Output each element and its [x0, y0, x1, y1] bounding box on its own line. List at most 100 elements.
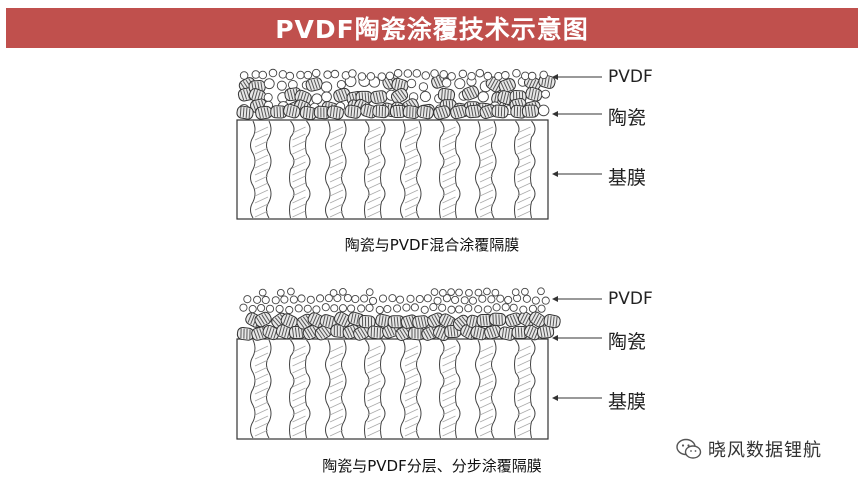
wechat-icon	[676, 438, 702, 459]
ceramic-stripe	[350, 312, 354, 323]
pvdf-particle	[537, 104, 550, 117]
label-pvdf: PVDF	[608, 67, 653, 87]
ceramic-stripe	[450, 326, 453, 337]
label-ceramic: 陶瓷	[608, 331, 647, 353]
fiber-hatch	[479, 140, 494, 148]
fiber-edge	[416, 120, 422, 219]
base-film-2	[236, 338, 549, 440]
ceramic-stripe	[500, 91, 504, 102]
ceramic-stripe	[476, 327, 480, 338]
pvdf-particle	[541, 296, 550, 305]
ceramic-stripe	[281, 326, 285, 337]
fiber-hatch	[329, 352, 344, 360]
pvdf-particle	[442, 294, 451, 303]
ceramic-stripe	[384, 106, 386, 117]
fiber-edge	[455, 339, 461, 439]
ceramic-stripe	[307, 80, 312, 91]
fiber-hatch	[329, 415, 344, 423]
fiber-hatch	[292, 189, 306, 197]
coating-particles-2	[236, 287, 561, 342]
ceramic-stripe	[479, 315, 482, 326]
ceramic-stripe	[254, 90, 258, 101]
fiber-hatch	[292, 394, 306, 402]
pvdf-particle	[483, 71, 493, 81]
fiber-hatch	[254, 140, 269, 148]
ceramic-particle	[254, 311, 272, 328]
ceramic-particle	[367, 325, 385, 340]
fiber-edge	[364, 120, 370, 219]
ceramic-particle	[333, 87, 351, 103]
ceramic-stripe	[255, 316, 263, 327]
ceramic-stripe	[469, 315, 473, 326]
fiber-hatch	[367, 345, 381, 353]
fiber-hatch	[479, 154, 494, 162]
pvdf-particle	[287, 287, 295, 296]
ceramic-stripe	[471, 316, 475, 327]
pvdf-particle	[438, 303, 447, 312]
pvdf-particle	[239, 303, 248, 312]
pvdf-particle	[336, 79, 346, 90]
ceramic-stripe	[323, 107, 325, 118]
ceramic-stripe	[512, 314, 518, 325]
fiber-hatch	[517, 140, 531, 148]
fiber-hatch	[517, 422, 531, 430]
pvdf-particle	[263, 92, 273, 102]
fiber-hatch	[329, 203, 344, 211]
ceramic-stripe	[516, 106, 519, 117]
ceramic-stripe	[520, 327, 523, 338]
ceramic-stripe	[335, 91, 340, 102]
ceramic-stripe	[555, 317, 558, 328]
fiber-hatch	[254, 401, 269, 409]
fiber-hatch	[404, 182, 419, 190]
ceramic-stripe	[367, 92, 370, 103]
ceramic-particle	[236, 105, 254, 120]
ceramic-stripe	[504, 328, 508, 339]
pvdf-particle	[276, 288, 285, 297]
pointer-arrows-1	[552, 74, 602, 177]
ceramic-stripe	[344, 328, 350, 339]
ceramic-stripe	[378, 314, 381, 325]
ceramic-stripe	[531, 328, 537, 339]
ceramic-stripe	[294, 327, 298, 338]
ceramic-stripe	[420, 329, 422, 340]
ceramic-stripe	[519, 106, 522, 117]
ceramic-stripe	[458, 106, 463, 117]
fiber-hatch	[479, 408, 494, 416]
pvdf-particle	[339, 288, 347, 296]
ceramic-particle	[461, 85, 480, 101]
ceramic-stripe	[316, 78, 321, 89]
fiber-hatch	[442, 387, 456, 395]
ceramic-stripe	[373, 327, 376, 338]
ceramic-stripe	[441, 107, 446, 118]
page-title: PVDF陶瓷涂覆技术示意图	[6, 8, 858, 48]
fiber-hatch	[479, 133, 494, 141]
pvdf-particle	[265, 304, 275, 313]
fiber-hatch	[517, 175, 531, 183]
ceramic-stripe	[246, 89, 251, 99]
ceramic-stripe	[438, 107, 443, 118]
ceramic-stripe	[503, 107, 506, 118]
fiber-hatch	[329, 182, 344, 190]
fiber-hatch	[254, 408, 269, 416]
label-base-film: 基膜	[608, 391, 647, 413]
ceramic-stripe	[321, 327, 328, 337]
ceramic-stripe	[279, 106, 282, 118]
ceramic-stripe	[296, 90, 301, 101]
ceramic-stripe	[392, 106, 396, 117]
ceramic-stripe	[357, 329, 364, 339]
fiber-hatch	[404, 210, 419, 218]
fiber-hatch	[329, 168, 344, 176]
fiber-hatch	[517, 387, 531, 395]
pvdf-particle	[396, 295, 405, 304]
ceramic-stripe	[528, 87, 532, 98]
fiber-hatch	[404, 175, 419, 183]
fiber-hatch	[329, 387, 344, 395]
ceramic-stripe	[308, 108, 311, 119]
ceramic-particle	[437, 87, 456, 102]
ceramic-stripe	[435, 108, 440, 119]
ceramic-stripe	[353, 106, 356, 118]
ceramic-stripe	[323, 325, 331, 335]
fiber-hatch	[479, 352, 494, 360]
pvdf-particle	[541, 89, 551, 99]
ceramic-stripe	[509, 315, 515, 326]
